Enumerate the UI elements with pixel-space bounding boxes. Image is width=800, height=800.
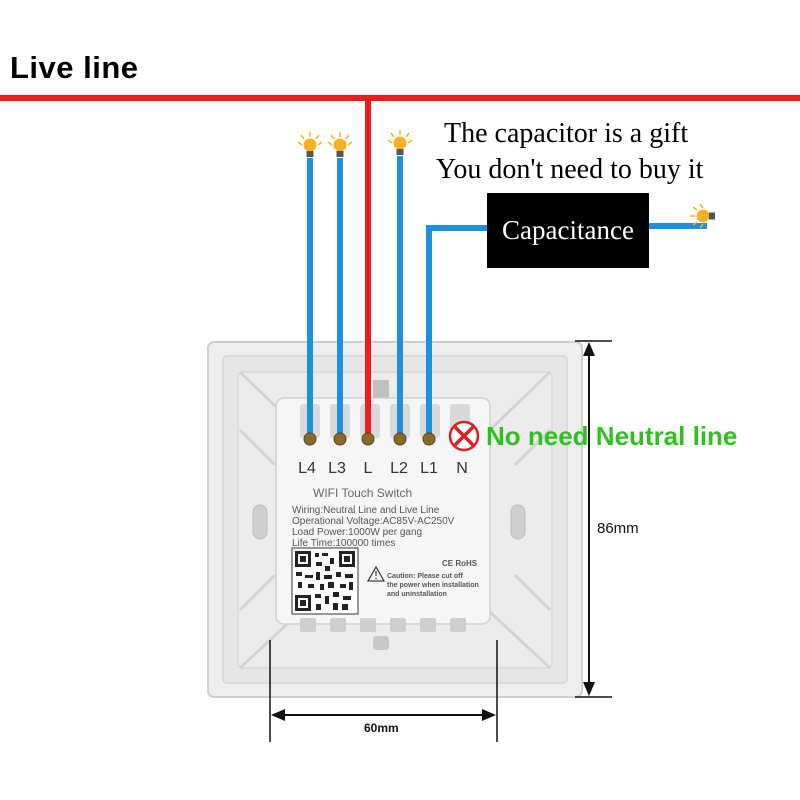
- terminal-label-n: N: [456, 460, 468, 477]
- certification: CE RoHS: [442, 559, 478, 568]
- cross-circle-icon: [448, 420, 480, 452]
- terminal-label-l3: L3: [328, 460, 346, 477]
- spec-wiring: Wiring:Neutral Line and Live Line: [292, 505, 440, 516]
- caution-line-3: and uninstallation: [387, 591, 447, 598]
- light-bulb-icon: [327, 132, 353, 157]
- width-label: 60mm: [364, 721, 399, 735]
- qr-code: [291, 547, 359, 615]
- load-wires: [307, 156, 707, 438]
- live-wire: [0, 95, 800, 436]
- caution-text: Caution: Please cut off the power when i…: [387, 572, 479, 599]
- light-bulb-icon: [690, 203, 715, 229]
- terminal-label-l2: L2: [390, 460, 408, 477]
- module-specs: Wiring:Neutral Line and Live Line Operat…: [292, 505, 454, 549]
- module-name: WIFI Touch Switch: [313, 486, 413, 500]
- width-dimension: [269, 640, 498, 742]
- spec-voltage: Operational Voltage:AC85V-AC250V: [292, 516, 455, 527]
- spec-load: Load Power:1000W per gang: [292, 527, 423, 538]
- caution-line-1: Caution: Please cut off: [387, 573, 463, 580]
- light-bulb-icon: [297, 132, 323, 157]
- warning-triangle-icon: [366, 565, 386, 582]
- light-bulb-icon: [387, 130, 413, 155]
- terminal-label-l: L: [363, 460, 373, 477]
- terminal-label-l4: L4: [298, 460, 316, 477]
- diagram-title: Live line: [10, 50, 139, 85]
- capacitor-note-line-2: You don't need to buy it: [436, 154, 704, 185]
- neutral-note: No need Neutral line: [486, 421, 738, 451]
- capacitor-note-line-1: The capacitor is a gift: [444, 118, 689, 149]
- height-dimension: [575, 340, 612, 698]
- height-label: 86mm: [597, 520, 639, 537]
- capacitance-box: Capacitance: [487, 193, 649, 268]
- caution-line-2: the power when installation: [387, 582, 479, 589]
- terminal-label-l1: L1: [420, 460, 438, 477]
- spec-life: Life Time:100000 times: [292, 538, 396, 549]
- capacitor-note: The capacitor is a gift You don't need t…: [436, 116, 703, 188]
